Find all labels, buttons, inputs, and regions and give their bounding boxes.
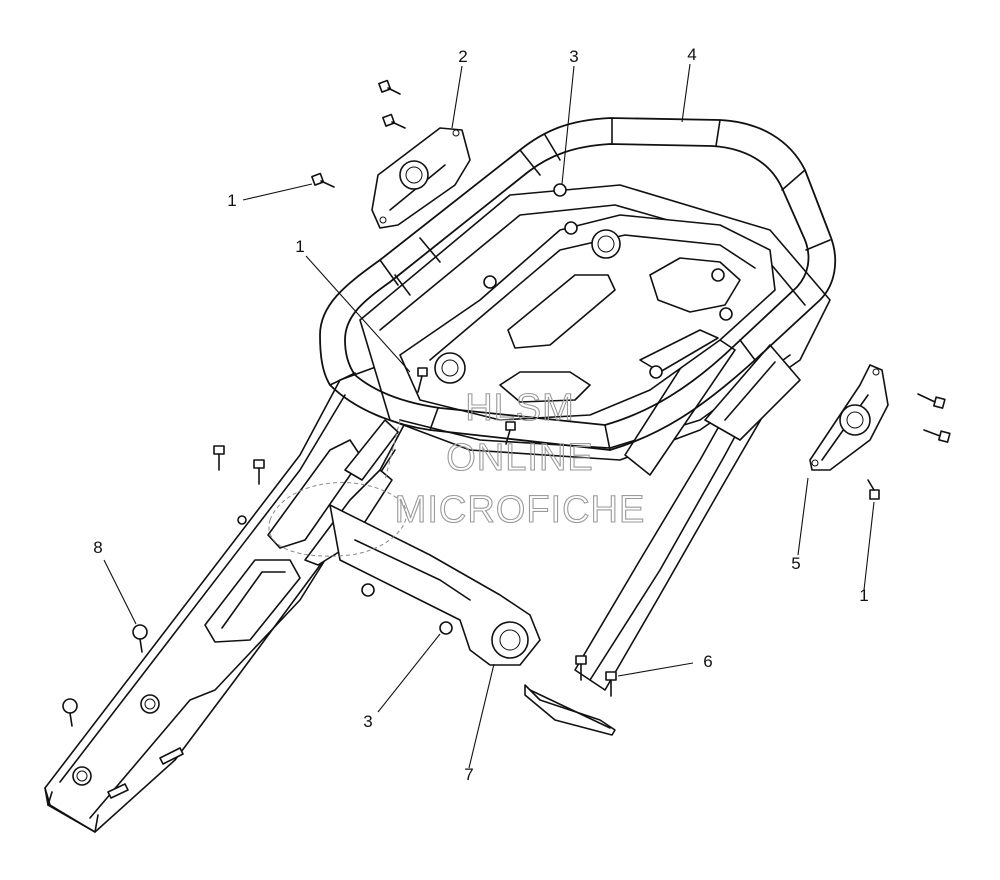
bolt-icon	[923, 429, 951, 443]
bolt-icon	[132, 624, 148, 653]
callout-6: 6	[703, 652, 712, 671]
bolt-icon	[605, 671, 617, 697]
bolt-icon	[867, 479, 880, 500]
hidden-line	[268, 482, 407, 557]
bolt-icon	[62, 698, 78, 727]
leader-lines	[103, 63, 875, 769]
callout-1-right: 1	[859, 586, 868, 605]
nut-icon	[237, 515, 247, 525]
watermark-line-2: ONLINE	[446, 437, 593, 479]
nut-icon	[711, 268, 725, 282]
bolt-icon	[917, 393, 946, 409]
nut-icon	[361, 583, 375, 597]
bolt-set	[62, 79, 951, 727]
nut-icon	[719, 307, 733, 321]
rear-frame-arm	[44, 359, 421, 833]
callout-4: 4	[687, 45, 696, 64]
nut-icon	[553, 183, 567, 197]
callout-7: 7	[464, 765, 473, 784]
bolt-icon	[417, 367, 428, 393]
callout-1-left: 1	[227, 191, 236, 210]
callout-3-top: 3	[569, 47, 578, 66]
bolt-icon	[311, 172, 335, 188]
callout-8: 8	[93, 538, 102, 557]
nut-icon	[649, 365, 663, 379]
bolt-icon	[253, 459, 265, 485]
nut-icon	[564, 221, 578, 235]
watermark-line-1: HLSM	[465, 387, 575, 429]
callout-3-bottom: 3	[363, 712, 372, 731]
bolt-icon	[575, 655, 587, 681]
grab-rail	[319, 117, 837, 451]
bracket-right	[809, 364, 889, 471]
callout-2: 2	[458, 47, 467, 66]
watermark-line-3: MICROFICHE	[395, 489, 646, 531]
callout-5: 5	[791, 554, 800, 573]
nut-icon	[439, 621, 453, 635]
hidden-line	[384, 419, 401, 481]
bracket-left	[371, 127, 471, 229]
callout-1-center: 1	[295, 237, 304, 256]
nut-icon	[483, 275, 497, 289]
callout-labels: 1 1 1 2 3 3 4 5 6 7 8	[93, 45, 868, 784]
nut-set	[237, 183, 733, 635]
bolt-icon	[505, 421, 516, 445]
bolt-icon	[213, 445, 225, 471]
bolt-icon	[382, 113, 406, 129]
bolt-icon	[378, 79, 401, 95]
watermark: HLSM ONLINE MICROFICHE	[394, 386, 646, 531]
rack-plate	[399, 214, 776, 421]
